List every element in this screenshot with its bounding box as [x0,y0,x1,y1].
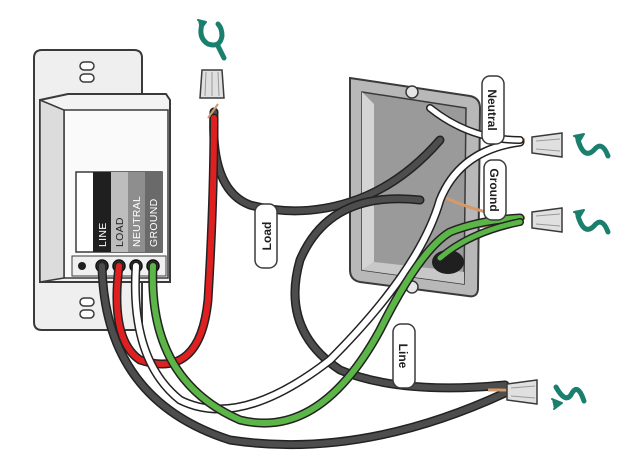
box-screw-top [405,85,419,99]
wire-line-black2 [292,195,508,391]
wire-box-white [427,105,523,143]
terminal-screw-left [78,262,86,270]
wire-ground-green [149,215,523,427]
wire-load-black [210,109,443,214]
box-wall-left [362,92,374,270]
strap-slot-top2 [79,73,95,83]
neutral-label-bg [128,172,145,252]
strap-slot-top [79,61,95,71]
wire-red [113,115,217,367]
tag-load: Load [254,203,278,269]
line-label-bg [93,172,111,252]
terminal-label-neutral: NEUTRAL [131,196,143,247]
wire-box-green [437,219,523,261]
switch-device: LINE LOAD NEUTRAL GROUND [33,49,171,331]
tag-ground-text: Ground [487,168,501,211]
tag-neutral-text: Neutral [485,89,499,130]
switch-side [39,98,65,283]
twist-arrows [197,19,611,410]
wires [97,104,525,450]
wire-nut-icon [506,379,538,405]
tag-line: Line [392,323,416,389]
tag-load-text: Load [260,222,274,251]
wire-tags: Load Line Neutral Ground [254,75,507,389]
wire-line-black [99,263,508,448]
twist-arrow-icon [573,133,611,159]
tag-line-text: Line [396,344,410,369]
twist-arrow-icon [197,19,227,61]
tag-ground: Ground [483,159,507,221]
twist-arrow-icon [573,209,611,235]
wire-nut-icon [531,132,563,158]
terminal-label-load: LOAD [114,217,126,247]
wire-nut-icon [531,207,563,233]
ground-label-bg [145,172,162,252]
twist-arrow-icon [551,384,587,410]
terminal-label-ground: GROUND [148,198,160,247]
strap-slot-bottom [79,297,95,307]
wire-nuts [199,69,563,405]
strap-slot-bottom2 [79,309,95,319]
tag-neutral: Neutral [481,75,505,145]
load-label-bg [111,172,128,252]
wire-neutral-white [132,139,523,412]
copper-tip-load [207,103,219,119]
terminal-label-line: LINE [97,222,109,247]
wire-nut-icon [199,69,225,99]
